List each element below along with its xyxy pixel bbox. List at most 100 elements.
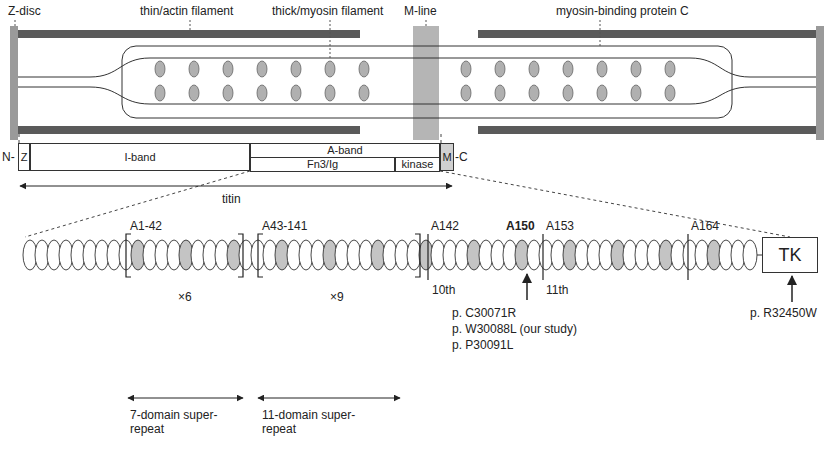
ig-fn3-domain <box>23 240 757 270</box>
super-repeat-arrow <box>128 398 243 399</box>
myosin-head <box>155 61 165 77</box>
myosin-head <box>359 61 369 77</box>
myosin-head <box>529 61 539 77</box>
z-disc <box>10 26 824 140</box>
mutation-arrow <box>527 274 792 302</box>
titin-region-box: I-band <box>30 143 250 171</box>
bracket <box>126 234 131 277</box>
actin-filament <box>478 126 816 134</box>
annotation-label: A164 <box>691 219 719 233</box>
bracket <box>258 234 263 277</box>
myosin-head <box>495 85 505 101</box>
bracket <box>126 234 420 277</box>
annotation-label: p. C30071R <box>452 306 516 320</box>
myosin-head <box>563 61 573 77</box>
super-repeat-arrow <box>258 398 400 399</box>
mutation-arrow <box>526 274 528 300</box>
leader-line <box>15 20 600 58</box>
myosin-head <box>325 61 335 77</box>
region-label: I-band <box>124 151 155 164</box>
annotation-label: thick/myosin filament <box>272 4 383 18</box>
annotation-label: thin/actin filament <box>140 4 233 18</box>
myosin-head <box>597 61 607 77</box>
annotation-label: 11-domain super-repeat <box>262 408 366 436</box>
region-label: TK <box>778 245 801 265</box>
leader-line <box>330 20 331 58</box>
boundary-line <box>428 234 688 280</box>
titin-region-box: M <box>440 143 454 171</box>
annotation-label: A150 <box>506 219 535 233</box>
region-label: Z <box>21 151 28 164</box>
thick-filament <box>18 58 816 104</box>
myosin-head <box>291 61 301 77</box>
super-repeat-arrow <box>128 398 400 399</box>
annotation-label: A43-141 <box>262 219 307 233</box>
myosin-head <box>495 61 505 77</box>
myosin-head <box>563 85 573 101</box>
annotation-label: ×6 <box>178 290 192 304</box>
titin-region-box: Z <box>18 143 30 171</box>
actin-filament <box>18 30 360 38</box>
projection-line <box>441 134 442 143</box>
leader-line <box>15 20 16 26</box>
annotation-label: p. R32450W <box>750 306 817 320</box>
myosin-head <box>155 61 675 101</box>
myosin-head <box>155 85 165 101</box>
ig-fn3-domain <box>743 240 757 270</box>
myosin-head <box>461 61 471 77</box>
thick-filament <box>18 87 816 104</box>
projection-line <box>440 171 790 237</box>
annotation-label: A153 <box>546 219 574 233</box>
titin-span-arrow <box>20 186 452 187</box>
actin-filament <box>18 126 360 134</box>
thick-filament <box>18 58 816 77</box>
myosin-head <box>189 61 199 77</box>
region-label: M <box>442 151 451 164</box>
m-line-band <box>413 26 439 140</box>
bracket <box>415 234 420 277</box>
leader-line <box>190 20 191 30</box>
leader-line <box>426 20 427 26</box>
annotation-label: p. P30091L <box>452 338 513 352</box>
bracket <box>238 234 243 277</box>
annotation-label: N- <box>2 150 15 164</box>
m-line-band <box>413 26 439 140</box>
projection-line <box>25 171 250 237</box>
projection-line <box>19 134 20 143</box>
region-label: Fn3/Ig <box>307 158 338 171</box>
annotation-label: ×9 <box>330 290 344 304</box>
myosin-head <box>325 85 335 101</box>
z-disc <box>10 26 18 140</box>
myosin-head <box>223 85 233 101</box>
myosin-head <box>597 85 607 101</box>
mutation-arrow <box>791 276 793 302</box>
myosin-head <box>529 85 539 101</box>
annotation-label: A142 <box>431 219 459 233</box>
mybpc-outline <box>122 46 732 118</box>
myosin-head <box>631 61 641 77</box>
actin-filament <box>478 30 816 38</box>
annotation-label: M-line <box>404 4 437 18</box>
region-label: kinase <box>402 158 434 171</box>
annotation-label: 10th <box>432 283 455 297</box>
annotation-label: 11th <box>546 283 568 297</box>
leader-line <box>600 20 601 46</box>
boundary-line <box>687 234 688 280</box>
myosin-head <box>223 61 233 77</box>
myosin-head <box>665 85 675 101</box>
myosin-head <box>461 85 471 101</box>
boundary-line <box>542 234 543 280</box>
titin-region-box: A-band <box>250 143 440 158</box>
boundary-line <box>427 234 428 280</box>
titin-region-box: Fn3/Ig <box>250 157 395 172</box>
actin-filament <box>18 30 816 134</box>
annotation-label: p. W30088L (our study) <box>452 322 577 336</box>
myosin-head <box>631 85 641 101</box>
titin-span-arrow <box>20 186 452 187</box>
annotation-label: titin <box>222 192 241 206</box>
titin-region-box: kinase <box>395 157 440 172</box>
projection-line <box>19 134 790 237</box>
z-disc <box>816 26 824 140</box>
